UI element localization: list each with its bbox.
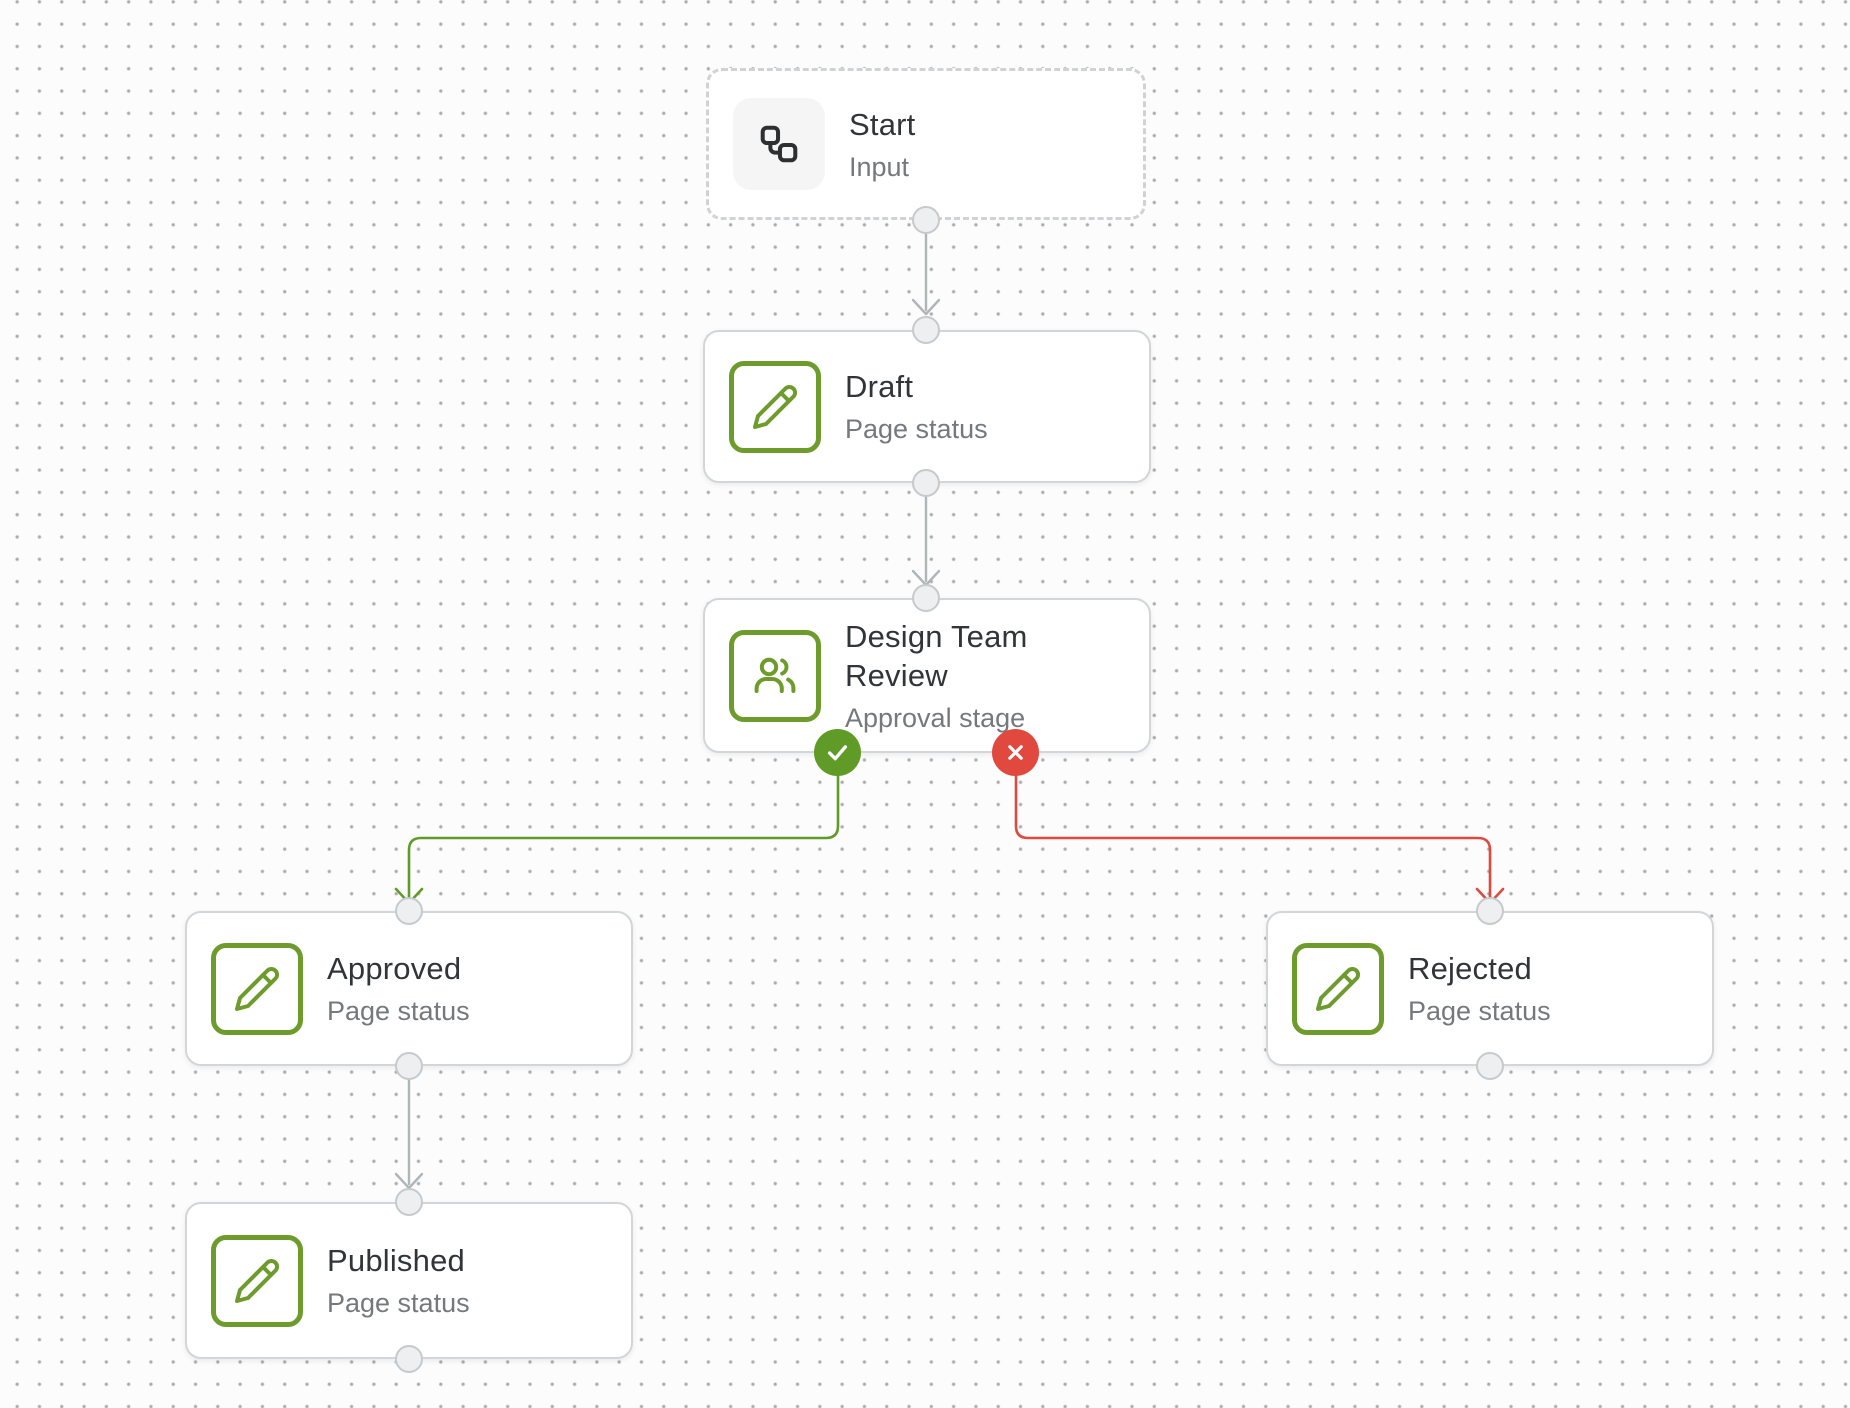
pencil-icon xyxy=(211,1234,303,1327)
edge-approved-published[interactable] xyxy=(394,1077,424,1190)
edge-review-approved[interactable] xyxy=(394,774,840,905)
arrowhead-down-icon xyxy=(1475,887,1505,905)
pencil-icon xyxy=(211,942,303,1035)
pencil-icon xyxy=(729,360,821,453)
x-icon xyxy=(1008,745,1023,760)
reject-badge[interactable] xyxy=(992,729,1039,776)
check-icon xyxy=(827,745,848,761)
node-subtitle: Page status xyxy=(1408,996,1551,1026)
edge-review-rejected[interactable] xyxy=(1014,774,1505,905)
workflow-icon xyxy=(733,98,825,190)
node-start[interactable]: Start Input xyxy=(706,68,1146,220)
node-draft[interactable]: Draft Page status xyxy=(703,330,1151,483)
node-subtitle: Page status xyxy=(327,1288,470,1318)
users-icon xyxy=(729,629,821,722)
node-title: Approved xyxy=(327,951,462,986)
approve-badge[interactable] xyxy=(814,729,861,776)
node-title: Published xyxy=(327,1243,465,1278)
node-subtitle: Page status xyxy=(845,414,988,444)
node-title: Draft xyxy=(845,369,914,404)
node-title: Design Team Review xyxy=(845,618,1028,693)
arrowhead-down-icon xyxy=(394,887,424,905)
node-subtitle: Input xyxy=(849,151,910,182)
node-subtitle: Page status xyxy=(327,996,470,1026)
edge-start-draft[interactable] xyxy=(911,231,941,316)
node-design-team-review[interactable]: Design Team Review Approval stage xyxy=(703,598,1151,753)
node-title: Rejected xyxy=(1408,951,1532,986)
node-subtitle: Approval stage xyxy=(845,702,1026,733)
arrowhead-down-icon xyxy=(394,1172,424,1190)
node-rejected[interactable]: Rejected Page status xyxy=(1266,911,1714,1066)
pencil-icon xyxy=(1292,942,1384,1035)
node-approved[interactable]: Approved Page status xyxy=(185,911,633,1066)
arrowhead-down-icon xyxy=(911,569,941,587)
edge-draft-review[interactable] xyxy=(911,494,941,587)
arrowhead-down-icon xyxy=(911,298,941,316)
node-published[interactable]: Published Page status xyxy=(185,1202,633,1359)
node-title: Start xyxy=(849,106,916,142)
